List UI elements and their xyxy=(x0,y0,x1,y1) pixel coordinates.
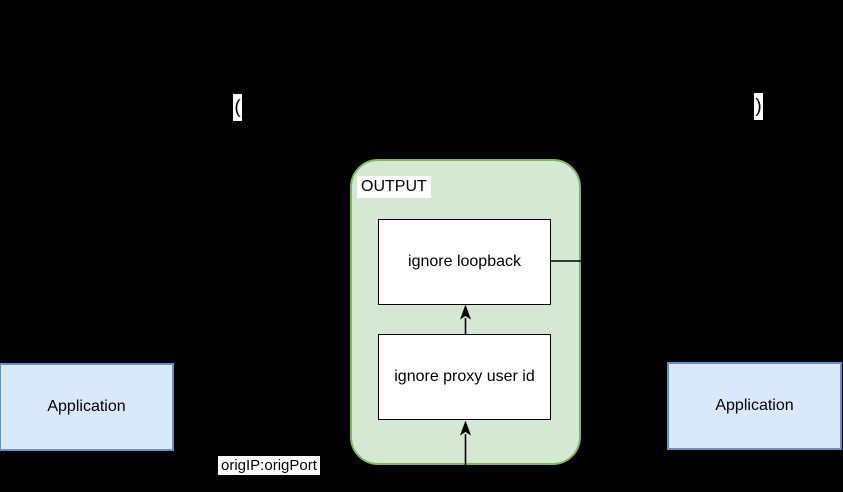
output-chain-title: OUTPUT xyxy=(357,176,431,198)
node-application-left-label: Application xyxy=(47,398,126,415)
orig-address-label: origIP:origPort xyxy=(218,456,320,475)
node-ignore-loopback: ignore loopback xyxy=(378,219,551,305)
open-paren-label: ( xyxy=(233,94,242,121)
node-application-left: Application xyxy=(0,363,174,451)
close-paren-label: ) xyxy=(754,93,763,120)
node-ignore-proxy-user-id-label: ignore proxy user id xyxy=(394,368,535,385)
node-ignore-proxy-user-id: ignore proxy user id xyxy=(378,334,551,420)
node-application-right-label: Application xyxy=(715,397,794,414)
node-application-right: Application xyxy=(667,362,842,450)
node-ignore-loopback-label: ignore loopback xyxy=(408,253,521,270)
